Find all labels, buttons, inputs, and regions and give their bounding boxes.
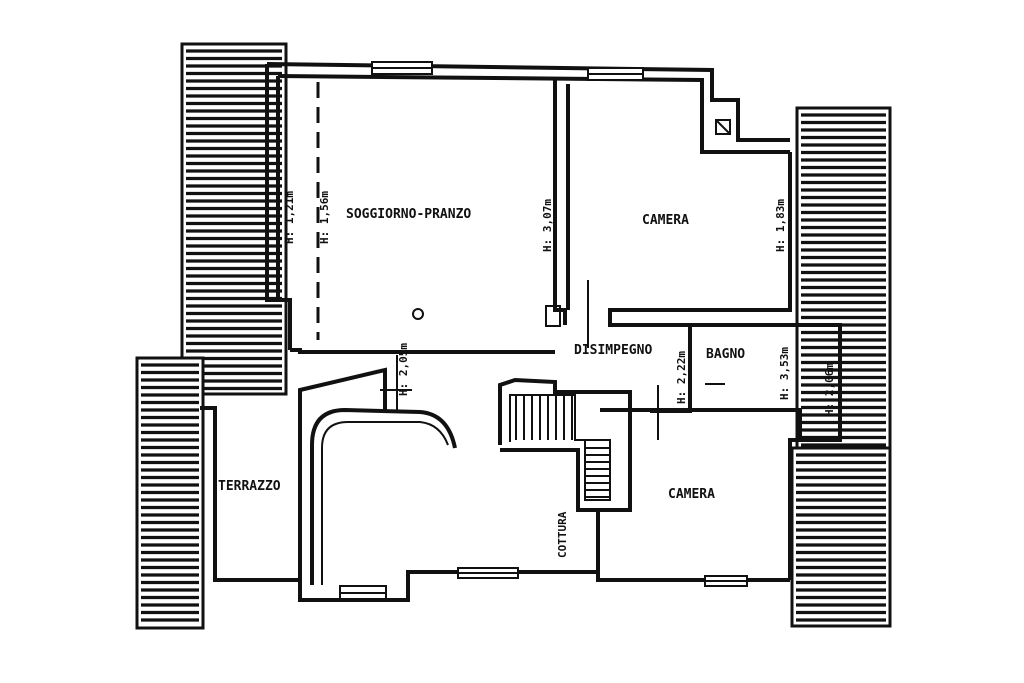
label-camera-top: CAMERA [642,213,689,228]
roof-hatch-right-bottom [790,446,892,628]
height-label-121: H: 1,21m [283,191,296,244]
label-cottura: COTTURA [556,511,569,558]
label-terrazzo: TERRAZZO [218,479,281,494]
label-disimpegno: DISIMPEGNO [574,343,652,358]
label-soggiorno-pranzo: SOGGIORNO-PRANZO [346,207,471,222]
height-label-206: H: 2,06m [823,363,836,416]
roof-hatch-left-top [180,42,288,396]
wall-details [310,119,731,601]
label-bagno: BAGNO [706,347,745,362]
height-label-222: H: 2,22m [675,351,688,404]
height-label-183: H: 1,83m [774,199,787,252]
label-camera-bottom: CAMERA [668,487,715,502]
roof-hatch-right-top [795,106,892,460]
height-label-307: H: 3,07m [541,199,554,252]
height-label-353: H: 3,53m [778,347,791,400]
height-label-205: H: 2,05m [397,343,410,396]
height-label-156: H: 1,56m [318,191,331,244]
windows [371,61,748,587]
outer-walls [200,62,842,602]
staircase [498,377,632,512]
roof-hatch-left-bottom [135,356,205,630]
